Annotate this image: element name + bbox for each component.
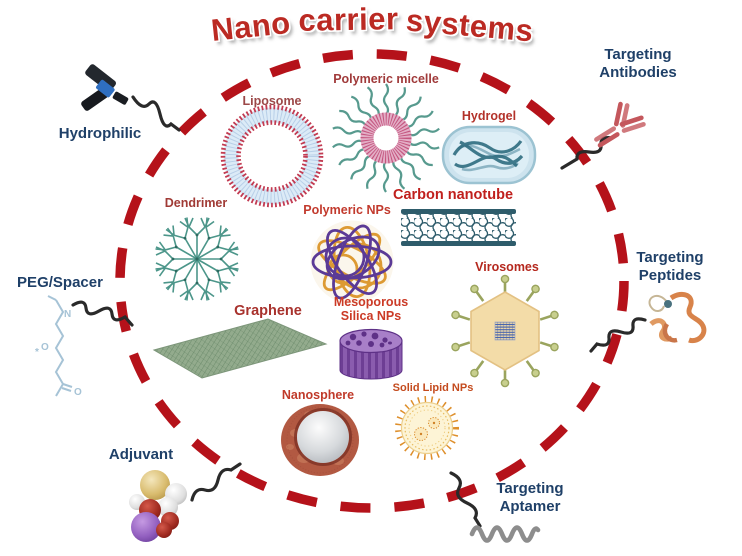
graphene-icon	[152, 318, 328, 379]
label-peg-spacer: PEG/Spacer	[17, 274, 103, 291]
title-word: carrier	[297, 1, 399, 38]
solid-lipid-nps-icon	[395, 396, 459, 460]
targeting-aptamer-icon	[469, 525, 541, 543]
connector-peptides	[589, 317, 647, 353]
polymeric-nps-icon	[310, 220, 394, 304]
label-solid-lipid-nps: Solid Lipid NPs	[392, 382, 474, 394]
hydrophilic-icon	[81, 64, 129, 111]
nanosphere-icon	[281, 404, 359, 476]
hydrogel-icon	[441, 125, 537, 185]
connector-aptamer	[449, 471, 482, 528]
dashed-circle-boundary	[115, 49, 629, 513]
mesoporous-silica-nps-icon	[339, 328, 403, 380]
polymeric-micelle-icon	[331, 82, 441, 194]
liposome-icon	[220, 104, 324, 208]
label-targeting-aptamer: Targeting Aptamer	[496, 480, 564, 515]
label-liposome: Liposome	[242, 94, 302, 108]
label-carbon-nanotube: Carbon nanotube	[392, 187, 514, 203]
connector-antibodies	[560, 136, 614, 170]
label-hydrogel: Hydrogel	[461, 109, 517, 123]
label-dendrimer: Dendrimer	[164, 196, 228, 210]
targeting-peptides-icon	[648, 291, 707, 344]
connector-adjuvant	[190, 462, 242, 502]
label-graphene: Graphene	[234, 303, 302, 319]
connector-peg-spacer	[71, 300, 134, 327]
peg-spacer-icon: N O O *	[35, 295, 82, 398]
label-targeting-antibodies: Targeting Antibodies	[599, 46, 677, 81]
svg-text:O: O	[74, 387, 82, 398]
label-targeting-peptides: Targeting Peptides	[636, 249, 704, 284]
connector-hydrophilic	[131, 95, 181, 132]
carbon-nanotube-icon	[401, 209, 516, 246]
dendrimer-icon	[154, 216, 240, 302]
svg-text:O: O	[41, 342, 49, 353]
label-nanosphere: Nanosphere	[281, 388, 355, 402]
connector-squiggles	[71, 95, 647, 528]
label-hydrophilic: Hydrophilic	[58, 125, 142, 142]
virosomes-icon	[449, 274, 561, 388]
label-polymeric-micelle: Polymeric micelle	[333, 72, 439, 86]
svg-text:*: *	[35, 347, 39, 358]
label-adjuvant: Adjuvant	[108, 446, 174, 463]
adjuvant-icon	[129, 470, 187, 542]
label-polymeric-nps: Polymeric NPs	[303, 203, 391, 217]
svg-text:N: N	[64, 309, 71, 320]
label-mesoporous-silica-nps: Mesoporous Silica NPs	[333, 295, 409, 323]
label-virosomes: Virosomes	[475, 260, 539, 274]
